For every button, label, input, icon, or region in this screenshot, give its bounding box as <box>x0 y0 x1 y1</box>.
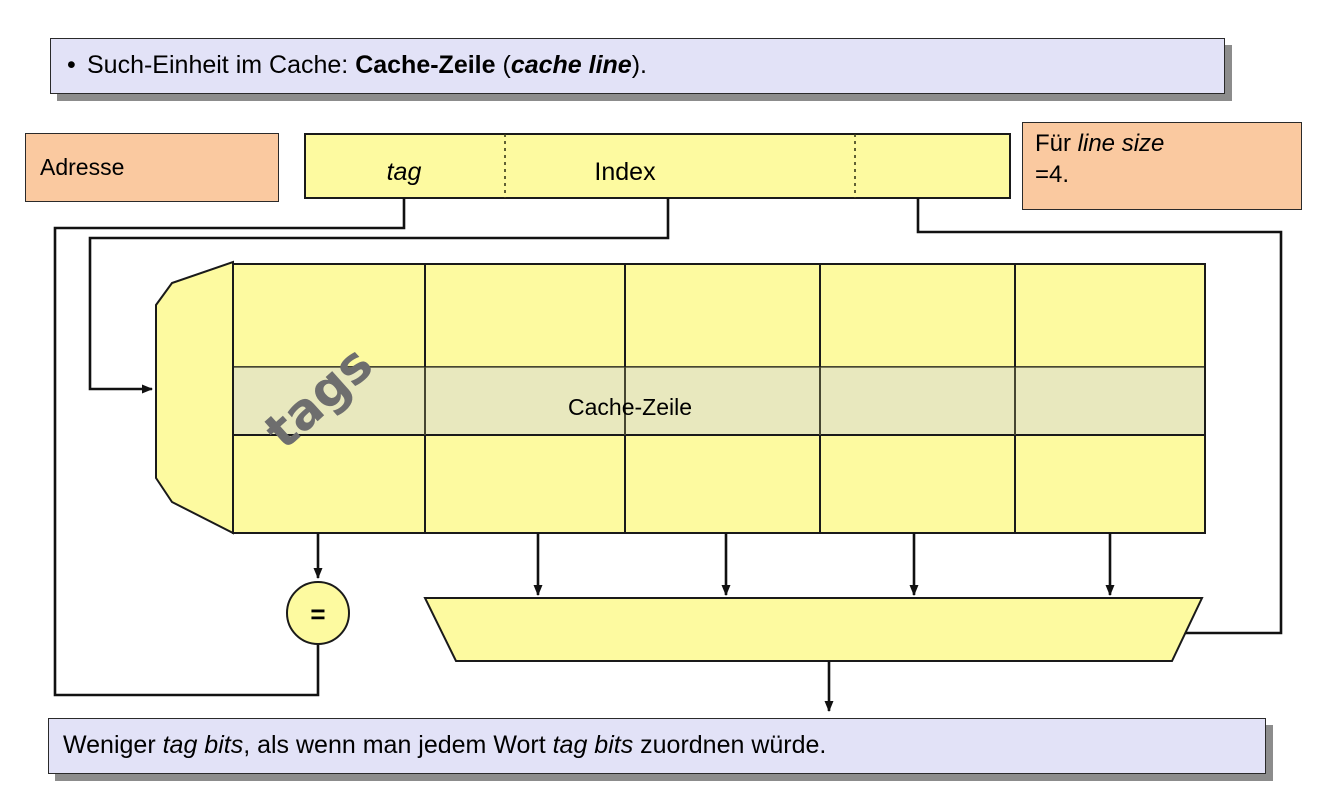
title-segment-lead: Such-Einheit im Cache: <box>87 51 356 80</box>
line-size-note-line2: =4. <box>1035 160 1070 188</box>
wires-data-to-mux <box>533 533 1115 596</box>
adresse-label-box: Adresse <box>25 133 279 202</box>
cache-array: tags Cache-Zeile <box>232 263 1206 534</box>
title-segment-cache-zeile: Cache-Zeile <box>355 51 496 80</box>
title-segment-paren-open: ( <box>495 51 511 80</box>
footer-segment-tagbits-2: tag bits <box>552 731 634 760</box>
footer-banner-text: Weniger tag bits, als wenn man jedem Wor… <box>63 732 826 760</box>
line-size-note-line1: Für line size <box>1035 129 1301 160</box>
title-segment-cache-line: cache line <box>510 51 632 80</box>
line-size-note-box: Für line size =4. <box>1022 122 1302 210</box>
adresse-label-text: Adresse <box>40 154 125 180</box>
address-bar-rect <box>304 133 1011 199</box>
address-field-tag-label: tag <box>387 158 422 186</box>
title-segment-tail: ). <box>631 51 647 80</box>
comparator: = <box>286 581 350 645</box>
cache-line-label: Cache-Zeile <box>568 394 692 420</box>
cache-row-bottom <box>232 434 1206 534</box>
wire-offset-to-mux-select <box>916 198 1283 638</box>
cache-array-frame <box>232 263 1206 534</box>
comparator-equals-label: = <box>310 599 325 629</box>
footer-segment-mid: , als wenn man jedem Wort <box>243 731 553 760</box>
cache-row-top <box>232 263 1206 368</box>
title-banner: • Such-Einheit im Cache: Cache-Zeile (cac… <box>50 38 1225 94</box>
bullet-icon: • <box>67 51 76 80</box>
multiplexer <box>423 597 1204 662</box>
wire-tag-to-comparator <box>53 198 406 697</box>
footer-segment-tail: zuordnen würde. <box>633 731 827 760</box>
line-size-note-term: line size <box>1077 130 1165 157</box>
wire-index-to-decoder <box>88 198 670 394</box>
footer-segment-tagbits-1: tag bits <box>162 731 244 760</box>
address-field-index-label: Index <box>594 158 656 186</box>
comparator-circle <box>286 581 350 645</box>
footer-banner: Weniger tag bits, als wenn man jedem Wor… <box>48 718 1266 774</box>
address-bar: tag Index <box>304 133 1011 199</box>
cache-decoder <box>155 260 234 535</box>
footer-segment-lead: Weniger <box>63 731 163 760</box>
decoder-shape <box>155 260 234 535</box>
multiplexer-shape <box>423 597 1204 662</box>
line-size-note-prefix: Für <box>1035 130 1078 157</box>
title-banner-text: • Such-Einheit im Cache: Cache-Zeile (cac… <box>67 52 647 80</box>
